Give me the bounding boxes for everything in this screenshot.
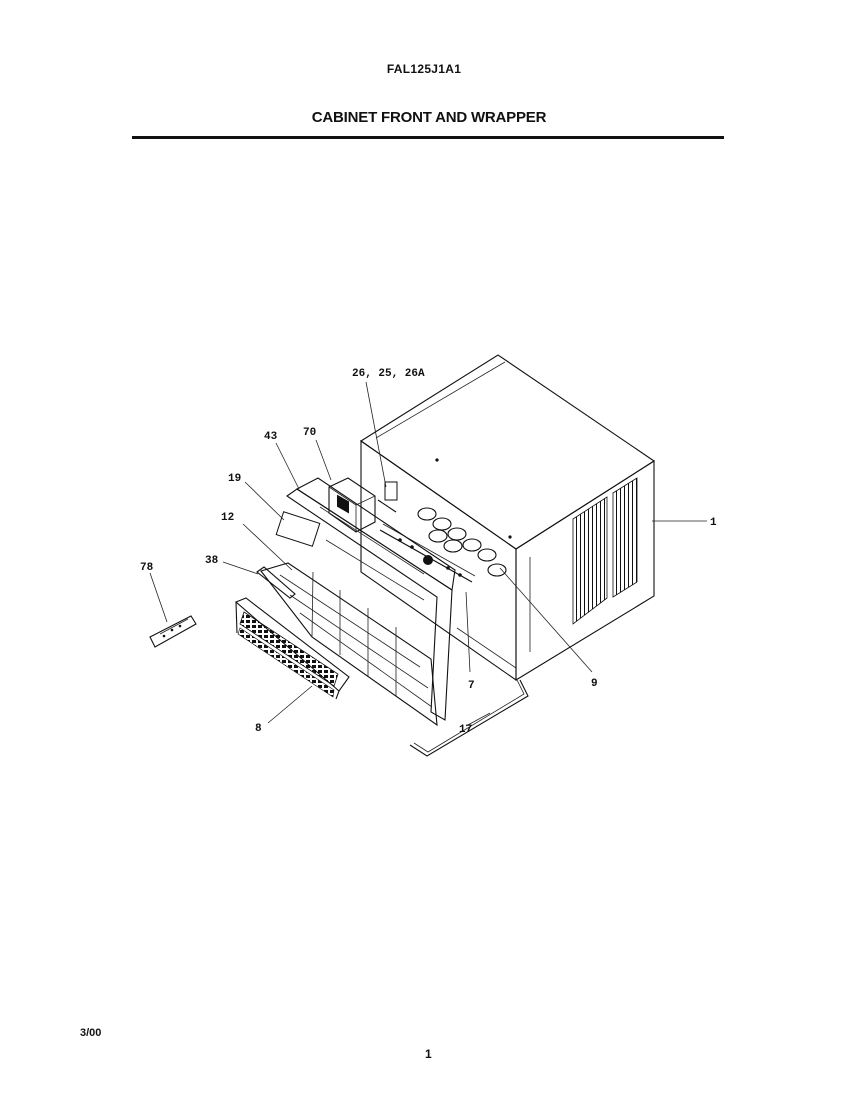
- callout-7: 7: [468, 680, 475, 692]
- support-rail: [409, 677, 529, 757]
- air-filter: [256, 562, 438, 727]
- callout-1: 1: [710, 517, 717, 529]
- electrical-component: [377, 481, 398, 513]
- cabinet-wrapper: [360, 354, 656, 682]
- callout-26-25-26a: 26, 25, 26A: [352, 368, 425, 380]
- callout-12: 12: [221, 512, 234, 524]
- callout-43: 43: [264, 431, 278, 443]
- control-bracket: [379, 523, 476, 583]
- callout-8: 8: [255, 723, 262, 735]
- revision-date: 3/00: [80, 1027, 102, 1039]
- model-number: FAL125J1A1: [386, 62, 462, 76]
- callout-19: 19: [228, 473, 241, 485]
- remote-control: [149, 615, 197, 648]
- control-module: [328, 477, 376, 533]
- discharge-grille: [234, 597, 350, 700]
- callout-17: 17: [459, 724, 472, 736]
- callout-9: 9: [591, 678, 598, 690]
- page-title: CABINET FRONT AND WRAPPER: [311, 109, 547, 126]
- callout-70: 70: [303, 427, 316, 439]
- callout-38: 38: [205, 555, 219, 567]
- title-rule: [132, 136, 724, 139]
- coil-tubes: [417, 507, 507, 577]
- callout-78: 78: [140, 562, 154, 574]
- front-panel-frame: [275, 477, 456, 721]
- callout-leaders: [149, 381, 707, 727]
- page-number: 1: [425, 1047, 432, 1061]
